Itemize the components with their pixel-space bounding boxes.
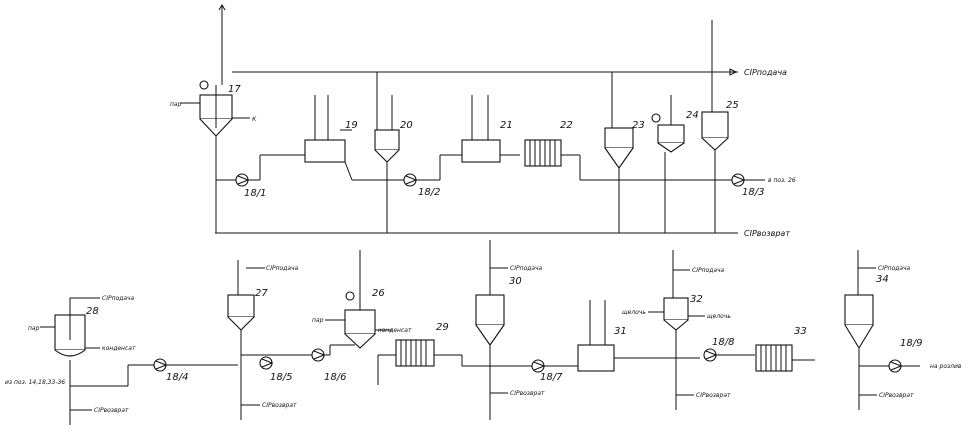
- tank-21: 21: [461, 95, 520, 163]
- vessel-30: CIPподача 30 CIPвозврат: [475, 240, 545, 420]
- svg-text:20: 20: [400, 120, 413, 131]
- from-pos-label: из поз. 14,18,33-36: [5, 379, 65, 386]
- svg-text:щелочь: щелочь: [622, 309, 646, 316]
- svg-text:18/7: 18/7: [540, 372, 563, 383]
- svg-text:29: 29: [436, 322, 449, 333]
- cip-return-label-top: CIPвозврат: [744, 229, 790, 238]
- svg-text:18/4: 18/4: [166, 372, 188, 383]
- svg-text:конденсат: конденсат: [378, 327, 412, 334]
- flow-arrow-icon: [729, 68, 738, 76]
- svg-text:CIPвозврат: CIPвозврат: [262, 402, 297, 409]
- svg-text:CIPподача: CIPподача: [510, 265, 543, 272]
- tank-19: 19: [304, 95, 358, 181]
- svg-text:CIPподача: CIPподача: [266, 265, 299, 272]
- svg-text:CIPвозврат: CIPвозврат: [94, 407, 129, 414]
- svg-text:31: 31: [614, 326, 627, 337]
- svg-text:CIPвозврат: CIPвозврат: [879, 392, 914, 399]
- pump-18-9: 18/9 на розлив: [888, 338, 962, 373]
- svg-text:CIPвозврат: CIPвозврат: [510, 390, 545, 397]
- heat-exchanger-29: 29: [377, 322, 580, 385]
- pump-18-2: 18/2: [403, 154, 462, 198]
- pump-18-6: 18/6: [311, 348, 346, 383]
- reactor-26: 26 пар конденсат: [312, 250, 412, 349]
- svg-text:пар: пар: [28, 325, 40, 332]
- vessel-34: CIPподача 34 CIPвозврат: [844, 250, 920, 410]
- svg-text:CIPвозврат: CIPвозврат: [696, 392, 731, 399]
- svg-text:30: 30: [509, 276, 522, 287]
- svg-text:пар: пар: [170, 101, 182, 108]
- svg-text:CIPподача: CIPподача: [102, 295, 135, 302]
- svg-text:пар: пар: [312, 317, 324, 324]
- to-pos-26-label: в поз. 26: [768, 177, 796, 184]
- svg-text:18/5: 18/5: [270, 372, 292, 383]
- svg-text:щелочь: щелочь: [707, 313, 731, 320]
- pump-18-8: 18/8: [703, 337, 755, 362]
- svg-text:28: 28: [86, 306, 99, 317]
- tank-31: 31: [577, 300, 700, 372]
- heat-exchanger-33: 33: [755, 326, 815, 372]
- pump-18-4: 18/4: [153, 358, 188, 383]
- svg-text:18/2: 18/2: [418, 187, 440, 198]
- pump-18-1: 18/1: [216, 154, 305, 199]
- svg-text:21: 21: [500, 120, 513, 131]
- vessel-20: 20: [374, 72, 413, 233]
- pump-18-3: 18/3 в поз. 26: [731, 173, 796, 198]
- svg-text:18/9: 18/9: [900, 338, 922, 349]
- pump-18-7: 18/7: [531, 359, 563, 383]
- svg-text:CIPподача: CIPподача: [878, 265, 911, 272]
- svg-text:конденсат: конденсат: [102, 345, 136, 352]
- reactor-28: 28 CIPподача пар конденсат CIPвозврат: [28, 295, 136, 425]
- pump-18-5: 18/5: [259, 356, 292, 383]
- vessel-24: 24: [651, 95, 699, 233]
- svg-text:18/6: 18/6: [324, 372, 346, 383]
- label-17: 17: [228, 84, 241, 95]
- svg-text:25: 25: [726, 100, 739, 111]
- vessel-25: 25: [701, 20, 739, 233]
- reactor-17: 17 пар К: [170, 4, 257, 233]
- svg-text:22: 22: [560, 120, 573, 131]
- svg-text:23: 23: [632, 120, 645, 131]
- svg-text:18/3: 18/3: [742, 187, 764, 198]
- to-filling-label: на розлив: [930, 363, 962, 370]
- svg-text:24: 24: [686, 110, 699, 121]
- svg-text:34: 34: [876, 274, 889, 285]
- vessel-27: 27 CIPподача CIPвозврат: [227, 260, 299, 420]
- vessel-32: CIPподача 32 щелочь щелочь CIPвозврат: [622, 250, 731, 410]
- svg-text:33: 33: [794, 326, 807, 337]
- vessel-23: 23: [604, 72, 645, 233]
- cip-supply-label-top: CIPподача: [744, 68, 787, 77]
- svg-text:18/8: 18/8: [712, 337, 734, 348]
- svg-text:27: 27: [255, 288, 268, 299]
- svg-text:19: 19: [345, 120, 358, 131]
- svg-text:CIPподача: CIPподача: [692, 267, 725, 274]
- svg-text:К: К: [252, 116, 257, 123]
- heat-exchanger-22: 22: [524, 120, 735, 181]
- svg-text:18/1: 18/1: [244, 188, 266, 199]
- svg-text:26: 26: [372, 288, 385, 299]
- svg-text:32: 32: [690, 294, 703, 305]
